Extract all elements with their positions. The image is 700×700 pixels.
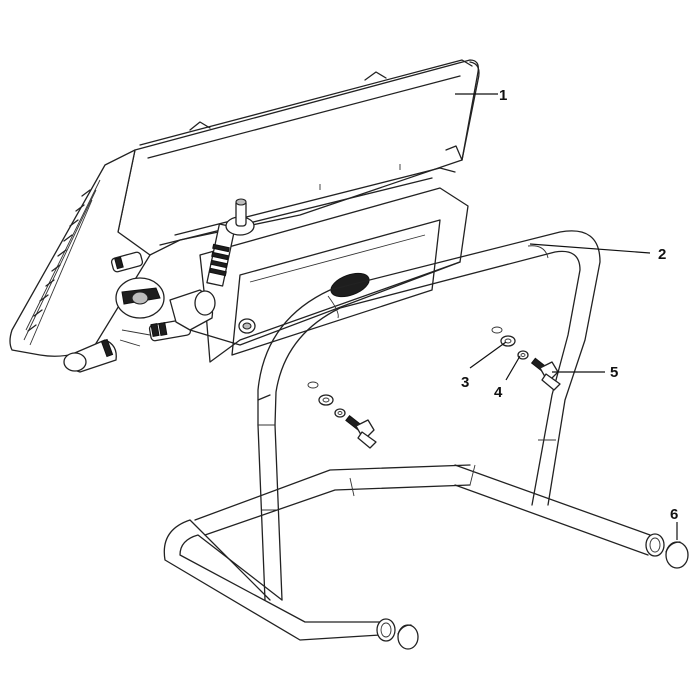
end-caps bbox=[397, 541, 689, 650]
frame-tube bbox=[163, 230, 665, 642]
callout-4: 4 bbox=[494, 384, 503, 401]
hardware-set-right bbox=[500, 335, 561, 391]
callout-2: 2 bbox=[658, 246, 666, 263]
callout-1: 1 bbox=[499, 87, 507, 104]
heater-panel bbox=[9, 59, 480, 373]
callout-3: 3 bbox=[461, 374, 469, 391]
leader-lines bbox=[455, 93, 678, 540]
hardware-set-left bbox=[318, 394, 377, 449]
callout-6: 6 bbox=[670, 506, 678, 523]
callout-5: 5 bbox=[610, 364, 618, 381]
